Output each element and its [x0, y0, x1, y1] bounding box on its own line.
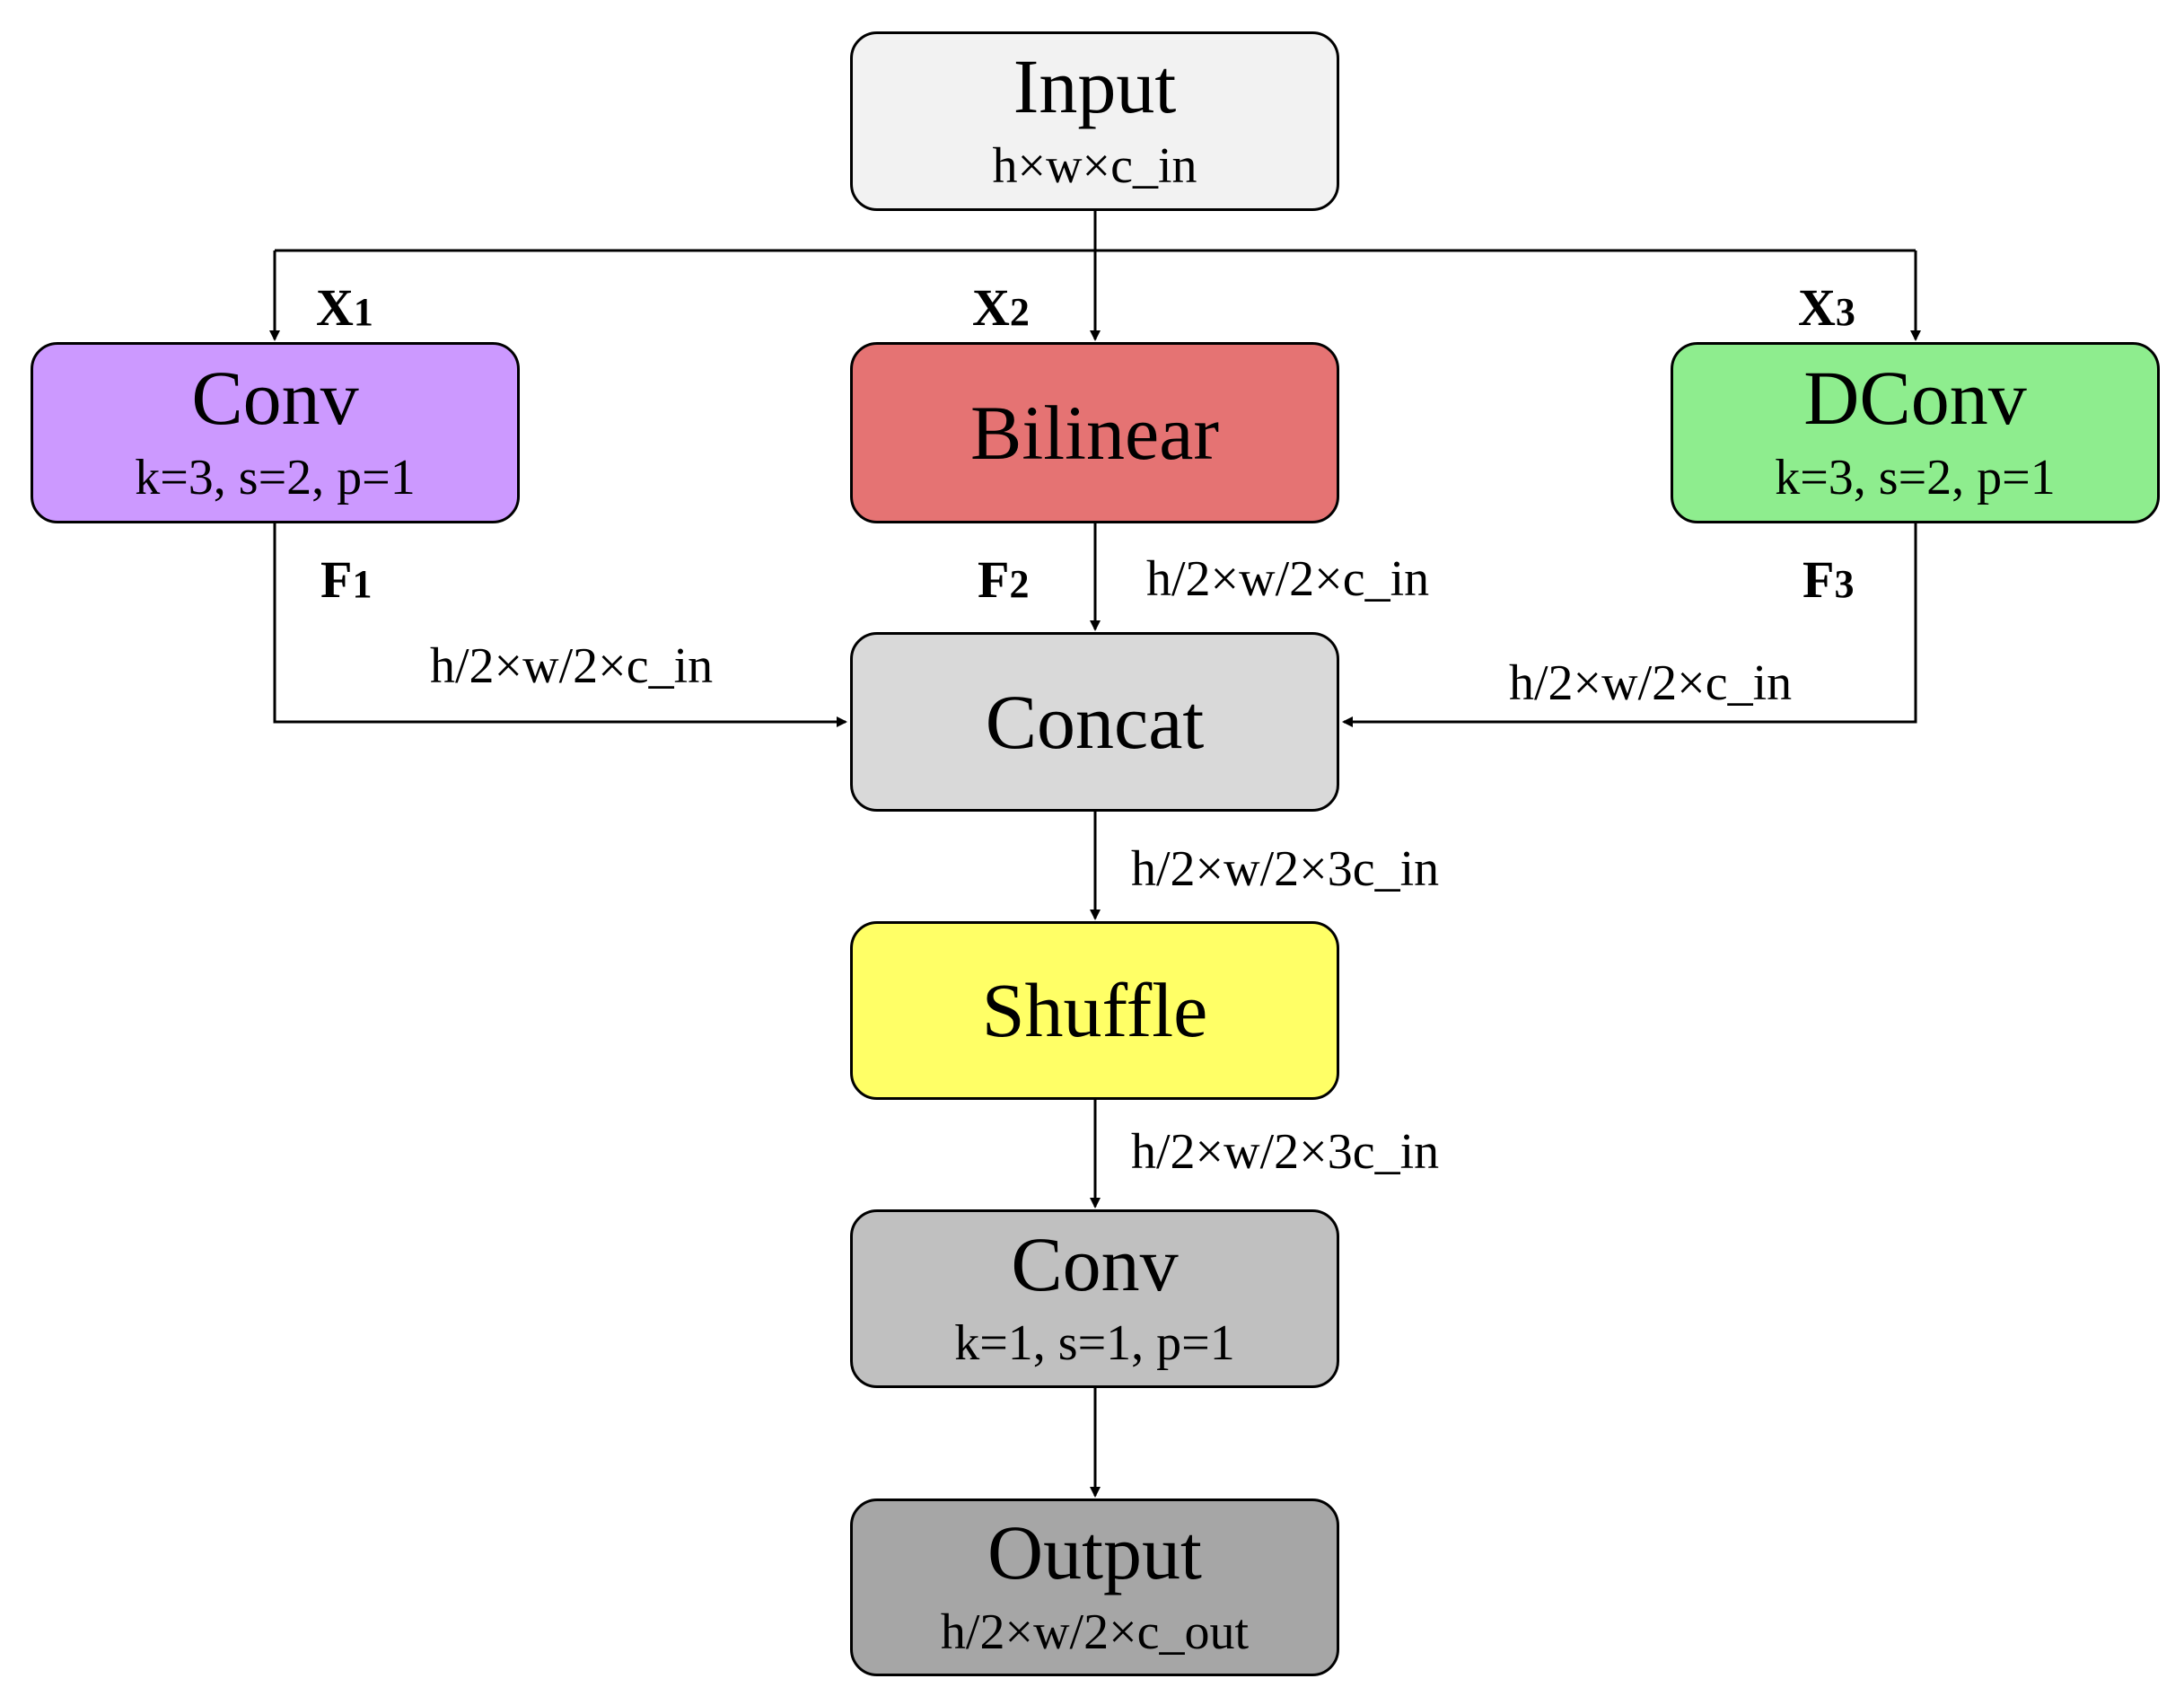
conv-output-node-params: k=1, s=1, p=1	[954, 1315, 1235, 1372]
dconv-node: DConv k=3, s=2, p=1	[1671, 342, 2160, 523]
tag-f3-base: F	[1802, 550, 1835, 609]
tag-f3: F3	[1802, 554, 1854, 606]
dconv-node-params: k=3, s=2, p=1	[1775, 449, 2056, 505]
edge-label-shuffle-conv: h/2×w/2×3c_in	[1131, 1124, 1440, 1180]
input-node-shape: h×w×c_in	[992, 137, 1197, 194]
shuffle-node-title: Shuffle	[981, 967, 1208, 1054]
tag-x1-base: X	[316, 278, 354, 337]
edge-label-f2: h/2×w/2×c_in	[1146, 551, 1430, 607]
tag-x2-index: 2	[1009, 290, 1030, 334]
arrow-conv-to-concat	[273, 523, 847, 727]
concat-node: Concat	[850, 632, 1339, 812]
conv-output-node: Conv k=1, s=1, p=1	[850, 1209, 1339, 1388]
bilinear-node: Bilinear	[850, 342, 1339, 523]
tag-x3-base: X	[1798, 278, 1836, 337]
arrow-dconv-to-concat	[1342, 523, 1917, 727]
tag-x3: X3	[1798, 282, 1855, 334]
dconv-node-title: DConv	[1803, 355, 2027, 442]
tag-f3-index: 3	[1834, 562, 1855, 606]
bilinear-node-title: Bilinear	[969, 389, 1220, 476]
conv-output-node-title: Conv	[1011, 1220, 1179, 1307]
input-node: Input h×w×c_in	[850, 31, 1339, 211]
conv-node-params: k=3, s=2, p=1	[135, 449, 416, 505]
conv-node-title: Conv	[191, 355, 359, 442]
tag-x1-index: 1	[353, 290, 373, 334]
output-node: Output h/2×w/2×c_out	[850, 1498, 1339, 1676]
conv-node: Conv k=3, s=2, p=1	[31, 342, 520, 523]
tag-f1-index: 1	[352, 562, 373, 606]
output-node-title: Output	[987, 1509, 1202, 1596]
edge-label-f1: h/2×w/2×c_in	[430, 638, 714, 694]
tag-f1: F1	[320, 554, 372, 606]
tag-x1: X1	[316, 282, 373, 334]
output-node-shape: h/2×w/2×c_out	[940, 1604, 1250, 1660]
tag-f2: F2	[978, 554, 1029, 606]
tag-x3-index: 3	[1835, 290, 1855, 334]
tag-f2-index: 2	[1009, 562, 1030, 606]
edge-label-f3: h/2×w/2×c_in	[1509, 655, 1793, 711]
input-node-title: Input	[1013, 43, 1177, 130]
tag-x2: X2	[972, 282, 1030, 334]
tag-f2-base: F	[978, 550, 1010, 609]
concat-node-title: Concat	[985, 678, 1205, 765]
tag-x2-base: X	[972, 278, 1010, 337]
tag-f1-base: F	[320, 550, 353, 609]
shuffle-node: Shuffle	[850, 921, 1339, 1100]
edge-label-concat-shuffle: h/2×w/2×3c_in	[1131, 841, 1440, 897]
